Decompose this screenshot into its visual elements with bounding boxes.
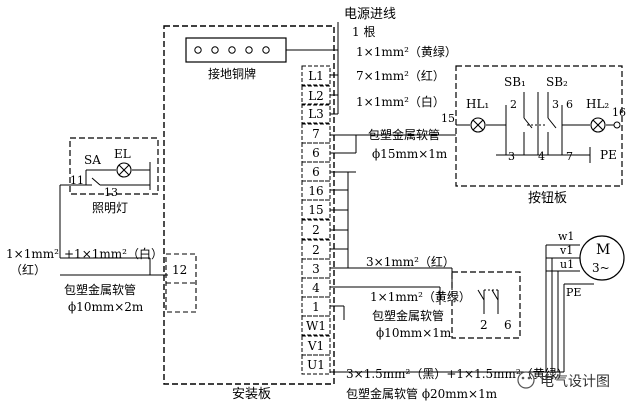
- limit-node-2: 2: [480, 318, 488, 332]
- bb-node-15: 15: [441, 112, 455, 125]
- terminal-label: U1: [307, 358, 325, 372]
- terminal-label: 1: [312, 300, 320, 314]
- limit-node-6: 6: [504, 318, 512, 332]
- lighting-sa: SA: [84, 153, 101, 167]
- power-phase-red: 7×1mm²（红）: [356, 68, 445, 83]
- sb1-label: SB₁: [504, 75, 526, 89]
- conduit-10-name: 包塑金属软管: [372, 308, 444, 323]
- terminal-label: L1: [308, 69, 324, 83]
- lighting-title: 照明灯: [92, 201, 128, 215]
- left-cable-spec: 1×1mm²: [6, 247, 59, 261]
- terminal-label: 4: [312, 281, 320, 295]
- left-cable-color: （红）: [10, 262, 46, 277]
- conduit-15-spec: ϕ15mm×1m: [372, 147, 448, 161]
- motor-cable: 3×1.5mm²（黑）+1×1.5mm²（黄绿）: [346, 366, 569, 381]
- watermark-logo-icon: [517, 371, 535, 389]
- bb-node-7: 7: [566, 150, 573, 163]
- install-board-label: 安装板: [232, 387, 271, 402]
- motor-v: v1: [559, 244, 573, 257]
- bb-node-2: 2: [510, 98, 517, 111]
- limit-switch-box: [451, 271, 521, 339]
- motor-w: w1: [558, 230, 574, 243]
- watermark-text: 电气设计图: [540, 374, 610, 390]
- motor-wiring: [330, 244, 594, 373]
- power-input-lines: [330, 22, 339, 115]
- ground-plate-label: 接地铜牌: [208, 66, 256, 81]
- terminal-label: L3: [308, 107, 324, 121]
- bb-node-4: 4: [538, 150, 545, 163]
- lighting-n1: 11: [70, 174, 84, 187]
- terminal-label: 15: [308, 203, 323, 217]
- power-in-count: 1 根: [352, 25, 375, 39]
- lighting-wiring: [59, 162, 151, 258]
- terminal-label: V1: [307, 339, 324, 353]
- lighting-n3: 13: [104, 186, 118, 199]
- small-terminal-label: 12: [172, 263, 187, 277]
- power-ground-wire: 1×1mm²（黄绿）: [356, 44, 457, 59]
- button-board-feed: [330, 134, 456, 173]
- left-cable-lines: [60, 257, 168, 276]
- button-board-frame: [455, 65, 623, 187]
- terminal-label: 6: [312, 146, 320, 160]
- terminal-label: 7: [312, 127, 320, 141]
- sb2-label: SB₂: [546, 75, 568, 89]
- motor-pe: PE: [566, 286, 581, 299]
- power-in-title: 电源进线: [344, 7, 396, 22]
- lighting-el: EL: [114, 147, 131, 161]
- install-board-frame: [163, 25, 335, 385]
- terminal-label: 16: [308, 184, 323, 198]
- button-board-title: 按钮板: [528, 191, 567, 206]
- terminal-cell: [301, 315, 331, 336]
- bb-node-3a: 3: [508, 150, 515, 163]
- terminal-16-icon: [613, 121, 621, 129]
- terminal-label: 3: [312, 262, 320, 276]
- left-cable-white: +1×1mm²（白）: [64, 246, 163, 261]
- mid-yellow-green-cable: 1×1mm²（黄绿）: [370, 289, 471, 304]
- hl1-lamp-icon: [470, 117, 486, 133]
- button-board-wiring: [456, 92, 614, 163]
- red-bus: [330, 172, 453, 320]
- motor-symbol: M: [596, 242, 610, 258]
- hl1-label: HL₁: [466, 97, 489, 111]
- conduit-10-spec: ϕ10mm×1m: [376, 326, 452, 340]
- conduit-20: 包塑金属软管 ϕ20mm×1m: [346, 386, 498, 401]
- motor-icon: [579, 235, 625, 281]
- terminal-label: 2: [312, 243, 320, 257]
- el-lamp-icon: [116, 162, 132, 178]
- hl2-lamp-icon: [590, 117, 606, 133]
- motor-u: u1: [560, 258, 574, 271]
- terminal-label: L2: [308, 89, 324, 103]
- left-conduit-spec: ϕ10mm×2m: [68, 300, 144, 314]
- ground-plate-holes: [194, 46, 270, 54]
- hl2-label: HL₂: [586, 97, 609, 111]
- mid-red-cable: 3×1mm²（红）: [366, 254, 455, 269]
- motor-type: 3~: [592, 261, 610, 275]
- limit-switch-symbol: [477, 289, 499, 314]
- pe-label: PE: [600, 148, 617, 162]
- conduit-15-name: 包塑金属软管: [368, 127, 440, 142]
- bb-node-6: 6: [566, 98, 573, 111]
- watermark: 电气设计图: [517, 371, 610, 390]
- left-conduit-name: 包塑金属软管: [64, 282, 136, 297]
- power-phase-white: 1×1mm²（白）: [356, 94, 445, 109]
- terminal-label: W1: [306, 319, 326, 333]
- terminal-label: 2: [312, 223, 320, 237]
- bb-node-16: 16: [612, 106, 626, 119]
- terminal-cell: [301, 354, 331, 375]
- terminal-label: 6: [312, 165, 320, 179]
- bb-node-3b: 3: [552, 98, 559, 111]
